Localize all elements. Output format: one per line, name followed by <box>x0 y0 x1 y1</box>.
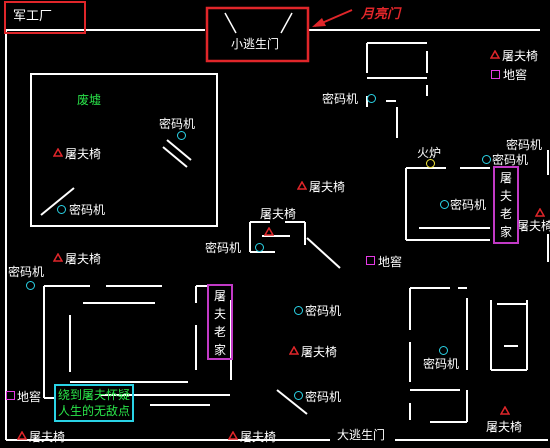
cipher-label: 密码机 <box>423 357 460 371</box>
chair-label: 屠夫椅 <box>301 345 338 359</box>
cipher-label: 密码机 <box>69 203 106 217</box>
butcher-house-label: 屠夫老家 <box>213 289 226 357</box>
cellar-icon <box>366 256 375 265</box>
chair-label: 屠夫椅 <box>502 49 539 63</box>
small-gate-label: 小逃生门 <box>231 37 280 51</box>
chair-label: 屠夫椅 <box>65 252 102 266</box>
cipher-icon <box>26 281 35 290</box>
cipher-icon <box>439 346 448 355</box>
chair-label: 屠夫椅 <box>260 207 297 221</box>
cipher-icon <box>294 391 303 400</box>
cellar-icon <box>491 70 500 79</box>
cipher-icon <box>482 155 491 164</box>
cellar-icon <box>6 391 15 400</box>
cellar-label: 地窖 <box>378 255 403 269</box>
cellar-label: 地窖 <box>503 68 528 82</box>
furnace-label: 火炉 <box>417 146 442 160</box>
cipher-icon <box>57 205 66 214</box>
red-triangle-icon <box>490 50 500 59</box>
red-triangle-icon <box>53 253 63 262</box>
red-triangle-icon <box>264 227 274 236</box>
cipher-label: 密码机 <box>305 390 342 404</box>
cipher-icon <box>255 243 264 252</box>
chair-label: 屠夫椅 <box>29 430 66 444</box>
chair-label: 屠夫椅 <box>240 430 277 444</box>
cipher-label: 密码机 <box>450 198 487 212</box>
big-gate-label: 大逃生门 <box>337 428 386 442</box>
strategy-tip-line2: 人生的无敌点 <box>58 404 131 418</box>
red-triangle-icon <box>17 431 27 440</box>
map-title: 军工厂 <box>13 9 53 24</box>
chair-label: 屠夫椅 <box>309 180 346 194</box>
cipher-label: 密码机 <box>205 241 242 255</box>
furnace-icon <box>426 159 435 168</box>
moon-gate-label: 月亮门 <box>361 7 401 22</box>
red-triangle-icon <box>297 181 307 190</box>
butcher-house-box: 屠夫老家 <box>207 284 233 360</box>
chair-label: 屠夫椅 <box>486 420 523 434</box>
strategy-tip-line1: 绕到屠夫怀疑 <box>58 388 131 402</box>
cipher-icon <box>367 94 376 103</box>
cellar-label: 地窖 <box>17 390 42 404</box>
cipher-label: 密码机 <box>322 92 359 106</box>
map-title-box: 军工厂 <box>4 1 86 34</box>
cipher-icon <box>440 200 449 209</box>
butcher-house-box: 屠夫老家 <box>493 166 519 244</box>
red-triangle-icon <box>53 148 63 157</box>
cipher-label: 密码机 <box>492 153 529 167</box>
red-triangle-icon <box>228 431 238 440</box>
cipher-label: 密码机 <box>305 304 342 318</box>
cipher-label: 密码机 <box>159 117 196 131</box>
chair-label: 屠夫椅 <box>65 147 102 161</box>
red-triangle-icon <box>500 406 510 415</box>
butcher-house-label: 屠夫老家 <box>499 171 512 239</box>
red-triangle-icon <box>289 346 299 355</box>
cipher-label: 密码机 <box>8 265 45 279</box>
chair-label: 屠夫椅 <box>517 219 550 233</box>
cipher-icon <box>294 306 303 315</box>
cipher-icon <box>177 131 186 140</box>
ruins-label: 废墟 <box>77 93 102 107</box>
red-triangle-icon <box>535 208 545 217</box>
strategy-tip-box: 绕到屠夫怀疑 人生的无敌点 <box>54 384 135 422</box>
cipher-label: 密码机 <box>506 138 543 152</box>
